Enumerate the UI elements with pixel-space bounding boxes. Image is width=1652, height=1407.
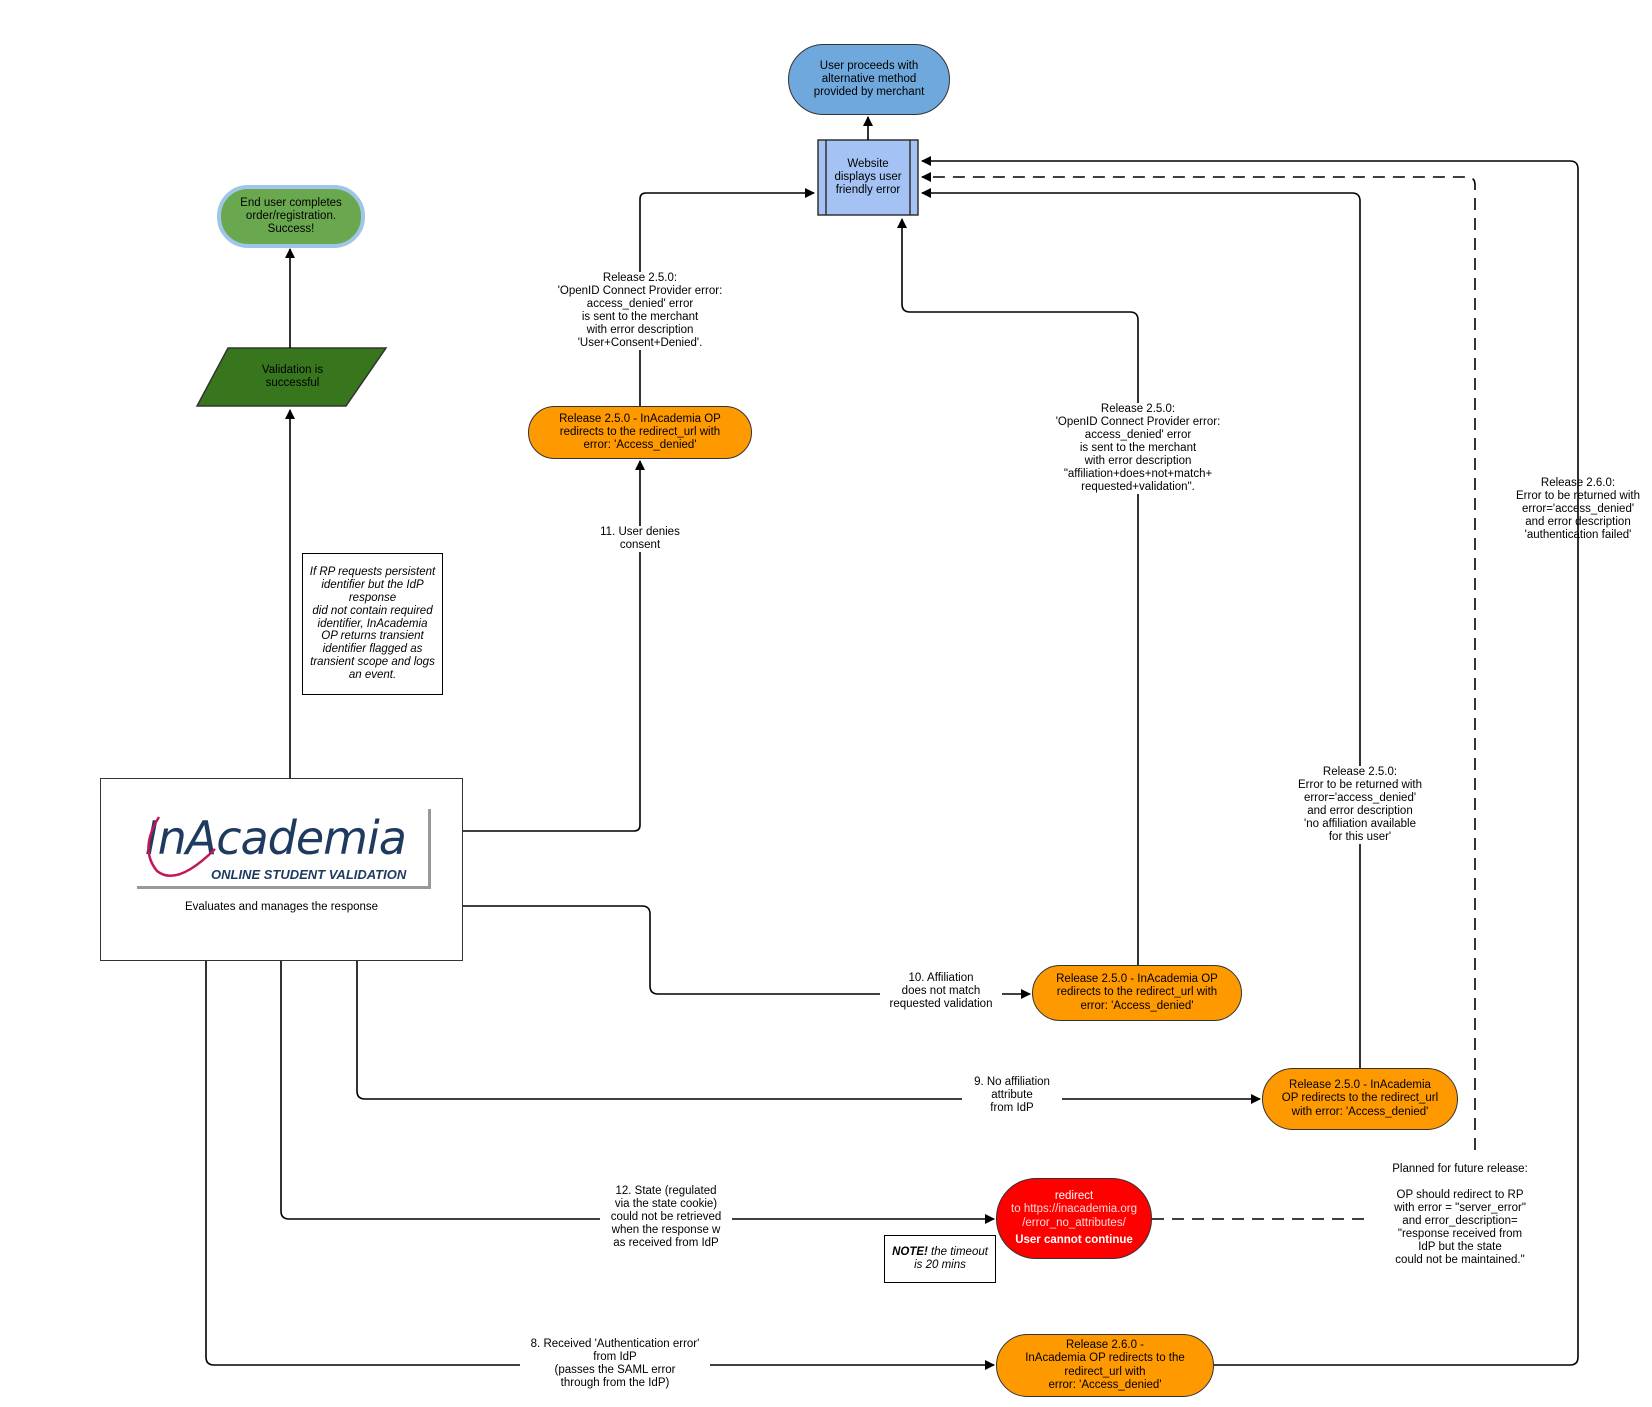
label-no-affiliation-error: Release 2.5.0: Error to be returned with…	[1280, 766, 1440, 844]
edge-step10	[463, 905, 1031, 999]
consent-denied-redirect-node: Release 2.5.0 - InAcademia OP redirects …	[528, 406, 752, 459]
user-cannot-continue: User cannot continue	[1015, 1233, 1133, 1246]
edge-step11	[463, 460, 645, 832]
auth-error-redirect-node: Release 2.6.0 - InAcademia OP redirects …	[996, 1334, 1214, 1397]
redirect-url: to https://inacademia.org /error_no_attr…	[1011, 1203, 1137, 1229]
logo-text: InAcademia	[145, 811, 407, 865]
label-future-release: Planned for future release: OP should re…	[1370, 1163, 1550, 1267]
logo-subtitle: ONLINE STUDENT VALIDATION	[211, 867, 407, 882]
inacademia-box: InAcademia ONLINE STUDENT VALIDATION Eva…	[100, 778, 463, 961]
edge-auth-website	[921, 156, 1579, 1366]
no-affiliation-redirect-node: Release 2.5.0 - InAcademia OP redirects …	[1262, 1068, 1458, 1130]
timeout-note-bold: NOTE!	[892, 1246, 928, 1259]
edge-step8	[205, 961, 995, 1370]
edge-consent-website	[639, 188, 815, 406]
timeout-note: NOTE! the timeout is 20 mins	[884, 1235, 996, 1283]
label-auth-failed-error: Release 2.6.0: Error to be returned with…	[1515, 477, 1640, 541]
label-step9: 9. No affiliation attribute from IdP	[962, 1076, 1062, 1115]
redirect-line: redirect	[1054, 1190, 1094, 1203]
label-step11: 11. User denies consent	[585, 526, 695, 552]
validation-successful-node: Validation is successful	[261, 363, 324, 389]
validation-parallelogram	[195, 347, 388, 407]
inacademia-logo: InAcademia ONLINE STUDENT VALIDATION	[137, 809, 431, 889]
user-proceeds-node: User proceeds with alternative method pr…	[788, 44, 950, 115]
edge-step12	[280, 961, 995, 1224]
label-step10: 10. Affiliation does not match requested…	[880, 972, 1002, 1011]
error-no-attributes-node: redirect to https://inacademia.org /erro…	[996, 1178, 1152, 1259]
label-step12: 12. State (regulated via the state cooki…	[600, 1185, 732, 1250]
edge-affiliation-website	[897, 218, 1139, 965]
edge-step9	[356, 961, 1261, 1104]
persistent-identifier-note: If RP requests persistent identifier but…	[302, 553, 443, 695]
affiliation-mismatch-redirect-node: Release 2.5.0 - InAcademia OP redirects …	[1032, 965, 1242, 1021]
logo-swoosh-icon	[147, 816, 216, 877]
website-error-node: Website displays user friendly error	[834, 157, 902, 197]
success-pill-glow	[217, 185, 365, 248]
timeout-note-text: the timeout is 20 mins	[914, 1246, 988, 1271]
label-step8: 8. Received 'Authentication error' from …	[520, 1338, 710, 1390]
edge-no-affiliation-website	[921, 188, 1361, 1068]
website-error-box	[817, 139, 919, 216]
label-affiliation-error: Release 2.5.0: 'OpenID Connect Provider …	[1040, 403, 1236, 494]
end-user-success-node: End user completes order/registration. S…	[240, 196, 342, 236]
inacademia-caption: Evaluates and manages the response	[184, 901, 379, 913]
edge-future-dashed	[922, 177, 1476, 1220]
label-consent-error: Release 2.5.0: 'OpenID Connect Provider …	[545, 272, 735, 350]
